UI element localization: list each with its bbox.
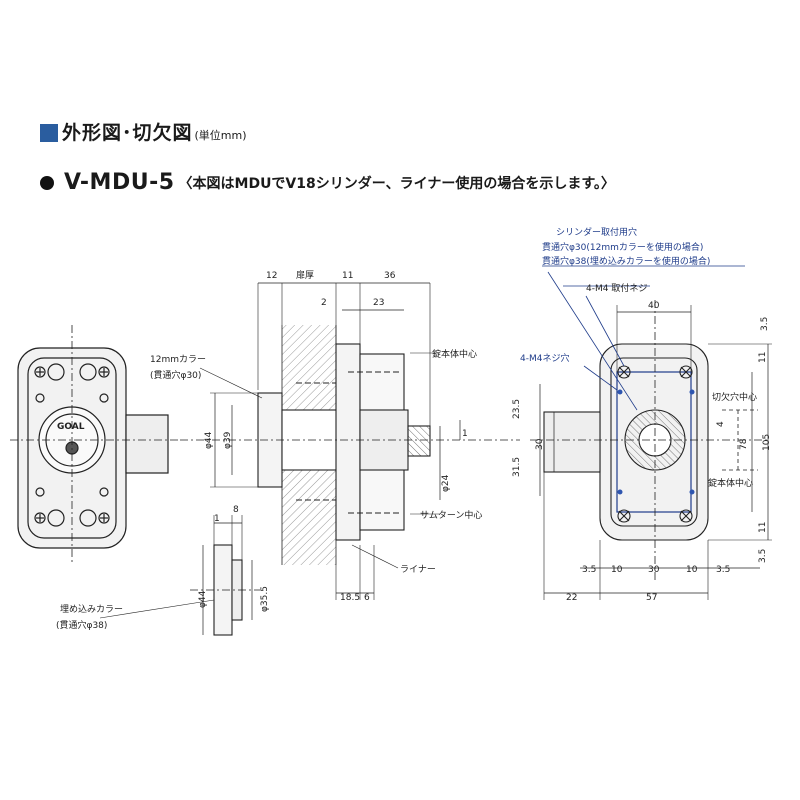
label-lock-center: 錠本体中心 <box>432 348 477 360</box>
brand-mark: GOAL <box>57 422 85 432</box>
dim-78: 78 <box>739 438 749 450</box>
label-m4-mount: 4-M4 取付ネジ <box>586 283 647 294</box>
dim-3-5-bottom: 3.5 <box>758 549 768 563</box>
dim-31-5: 31.5 <box>512 457 522 477</box>
dim-b10-left: 10 <box>611 565 623 575</box>
dim-8-collar: 8 <box>233 505 239 515</box>
front-cylinder-body <box>125 414 169 474</box>
dim-phi44-collar: φ44 <box>198 590 208 608</box>
dim-door-thickness: 扉厚 <box>296 269 314 281</box>
thumbturn-spindle <box>407 425 431 457</box>
dim-11: 11 <box>342 271 353 281</box>
cutout-view <box>530 300 772 600</box>
corner-screws <box>34 366 110 524</box>
unit-note: (単位mm) <box>194 129 247 142</box>
cutout-cylinder-body <box>543 411 601 473</box>
dim-12: 12 <box>266 271 277 281</box>
label-collar-12-hole: (貫通穴φ30) <box>150 369 201 381</box>
dim-1-collar: 1 <box>214 514 220 524</box>
dim-3-5-top: 3.5 <box>760 317 770 331</box>
dim-105: 105 <box>762 434 772 451</box>
label-embed-collar: 埋め込みカラー <box>60 604 123 615</box>
bullet-icon <box>40 175 54 190</box>
label-liner: ライナー <box>400 564 436 575</box>
cutout-plate-inner <box>610 357 698 527</box>
side-dims: 12 扉厚 11 36 2 23 φ44 φ39 φ24 1 18.5 6 12… <box>150 269 482 603</box>
dim-4: 4 <box>716 421 726 427</box>
label-embed-collar-hole: (貫通穴φ38) <box>56 619 107 631</box>
screw-hole <box>47 363 65 381</box>
dim-b3-5-left: 3.5 <box>582 565 596 575</box>
dim-36: 36 <box>384 271 396 281</box>
section-title: 外形図･切欠図 <box>62 122 193 144</box>
m4-holes <box>617 389 695 495</box>
screw-hole <box>47 509 65 527</box>
front-view <box>10 325 180 565</box>
dim-6: 6 <box>364 593 370 603</box>
label-collar-12: 12mmカラー <box>150 354 206 365</box>
screw-hole <box>79 363 97 381</box>
dim-57: 57 <box>646 593 657 603</box>
dim-11-bottom: 11 <box>758 522 768 533</box>
label-hole-embed: 貫通穴φ38(埋め込みカラーを使用の場合) <box>542 255 710 267</box>
model-name: V-MDU-5 <box>64 170 175 195</box>
dim-30-v: 30 <box>535 438 545 450</box>
cutout-outline <box>616 371 692 513</box>
side-view <box>180 282 520 600</box>
label-lock-center-cutout: 錠本体中心 <box>708 477 753 489</box>
dim-b10-right: 10 <box>686 565 698 575</box>
dim-23-5: 23.5 <box>512 399 522 419</box>
label-hole-12: 貫通穴φ30(12mmカラーを使用の場合) <box>542 241 703 253</box>
dim-phi44: φ44 <box>204 431 214 449</box>
model-note: 〈本図はMDUでV18シリンダー、ライナー使用の場合を示します。〉 <box>178 175 615 192</box>
dim-23: 23 <box>373 298 384 308</box>
dim-2: 2 <box>321 298 327 308</box>
square-icon <box>40 124 58 142</box>
screw-hole <box>79 509 97 527</box>
dim-phi35-5: φ35.5 <box>260 586 270 612</box>
dim-phi24: φ24 <box>441 474 451 492</box>
dim-phi39: φ39 <box>223 431 233 449</box>
dim-11-top: 11 <box>758 352 768 363</box>
cutout-labels: シリンダー取付用穴 貫通穴φ30(12mmカラーを使用の場合) 貫通穴φ38(埋… <box>520 226 757 489</box>
dim-18-5: 18.5 <box>340 593 360 603</box>
label-thumbturn-center: サムターン中心 <box>420 509 482 521</box>
label-cyl-hole: シリンダー取付用穴 <box>556 226 637 238</box>
dim-b3-5-right: 3.5 <box>716 565 730 575</box>
cutout-dims: 40 3.5 11 23.5 30 31.5 4 78 105 11 3.5 3… <box>512 301 772 603</box>
liner <box>335 343 361 541</box>
dim-1: 1 <box>462 429 468 439</box>
collar-view <box>99 515 260 636</box>
dim-40: 40 <box>648 301 660 311</box>
label-cutout-center: 切欠穴中心 <box>712 391 757 403</box>
label-m4-hole: 4-M4ネジ穴 <box>520 352 569 364</box>
cutout-callout-lines <box>542 265 745 411</box>
dim-b30: 30 <box>648 565 660 575</box>
model-line: V-MDU-5 〈本図はMDUでV18シリンダー、ライナー使用の場合を示します。… <box>40 170 615 195</box>
mount-screws <box>617 365 693 523</box>
collar-dims: 1 8 φ44 φ35.5 埋め込みカラー (貫通穴φ38) <box>56 505 270 631</box>
section-heading: 外形図･切欠図 (単位mm) <box>40 118 247 145</box>
dim-22: 22 <box>566 593 577 603</box>
